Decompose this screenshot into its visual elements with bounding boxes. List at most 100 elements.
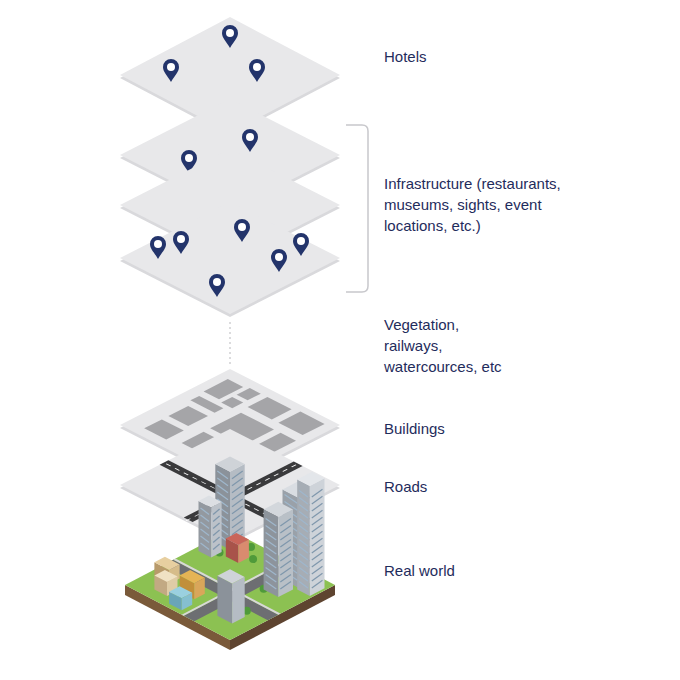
map-pin (222, 25, 238, 48)
window-row (232, 478, 243, 486)
window-row (280, 581, 291, 589)
window-row (312, 489, 323, 497)
building-side (297, 479, 310, 596)
window-row (232, 513, 243, 521)
window-row (312, 538, 323, 546)
building-footprint (204, 379, 244, 399)
window-row (266, 574, 277, 582)
road-marking (265, 478, 270, 481)
road-marking (166, 463, 171, 466)
building-footprint (278, 412, 324, 436)
window-row (266, 546, 277, 554)
building-roof (297, 472, 324, 486)
window-row (299, 539, 308, 546)
window-row (299, 560, 308, 567)
window-row (312, 545, 323, 553)
window-row (213, 537, 220, 543)
buildings-layer (120, 369, 340, 481)
window-row (312, 531, 323, 539)
window-row (217, 478, 228, 486)
building-roof (226, 533, 249, 545)
window-row (201, 543, 210, 550)
layer-label: Roads (384, 476, 644, 497)
road-marking (210, 486, 215, 489)
window-row (280, 532, 291, 540)
window-row (217, 485, 228, 493)
window-row (312, 566, 323, 574)
window-row (280, 539, 291, 547)
road-marking (192, 477, 197, 480)
map-pin (242, 129, 258, 152)
window-row (312, 517, 323, 525)
window-row (299, 532, 308, 539)
window-row (232, 520, 243, 528)
map-pin (163, 59, 179, 82)
road-marking (254, 508, 259, 511)
window-row (201, 522, 210, 529)
building-side (310, 478, 325, 596)
window-row (201, 529, 210, 536)
building-footprint (221, 397, 243, 408)
road-marking (175, 468, 180, 471)
building-footprint (237, 388, 261, 400)
window-row (232, 485, 243, 493)
building-side (232, 577, 245, 624)
window-row (280, 567, 291, 575)
layer-label: Infrastructure (restaurants, museums, si… (384, 173, 599, 236)
window-row (299, 504, 308, 511)
window-row (299, 490, 308, 497)
window-row (312, 524, 323, 532)
window-row (299, 553, 308, 560)
window-row (266, 525, 277, 533)
building-side (278, 509, 293, 597)
window-row (299, 546, 308, 553)
window-row (312, 580, 323, 588)
window-row (213, 509, 220, 515)
window-row (299, 567, 308, 574)
road-marking (282, 469, 287, 472)
road-marking (201, 481, 206, 484)
window-row (201, 515, 210, 522)
window-row (280, 574, 291, 582)
road-marking (247, 487, 252, 490)
window-row (312, 503, 323, 511)
window-row (266, 581, 277, 589)
window-row (217, 471, 228, 479)
building-side (199, 501, 212, 558)
map-pin (271, 249, 287, 272)
window-row (201, 536, 210, 543)
window-row (299, 525, 308, 532)
window-row (312, 496, 323, 504)
building-roof (180, 570, 205, 583)
dotted-line (230, 322, 231, 366)
map-pin (234, 219, 250, 242)
window-row (232, 499, 243, 507)
building-footprint (248, 397, 292, 419)
road-marking (274, 474, 279, 477)
road-marking (245, 504, 250, 507)
layer-content (138, 377, 327, 473)
layer-label: Buildings (384, 418, 644, 439)
building-roof (217, 569, 244, 583)
window-row (280, 525, 291, 533)
building-roof (154, 557, 179, 570)
layer-label: Hotels (384, 46, 644, 67)
window-row (201, 508, 210, 515)
window-row (266, 539, 277, 547)
building-roof (169, 586, 192, 598)
window-row (312, 552, 323, 560)
map-pin (173, 231, 189, 254)
building-footprint (168, 406, 208, 426)
road-marking (291, 465, 296, 468)
map-pin (293, 233, 309, 256)
building-side (217, 576, 232, 624)
window-row (285, 495, 298, 504)
window-row (280, 518, 291, 526)
window-row (299, 518, 308, 525)
window-row (312, 510, 323, 518)
infrastructure-layer (120, 202, 340, 314)
window-row (232, 506, 243, 514)
window-row (232, 471, 243, 479)
window-row (266, 567, 277, 575)
window-row (232, 492, 243, 500)
